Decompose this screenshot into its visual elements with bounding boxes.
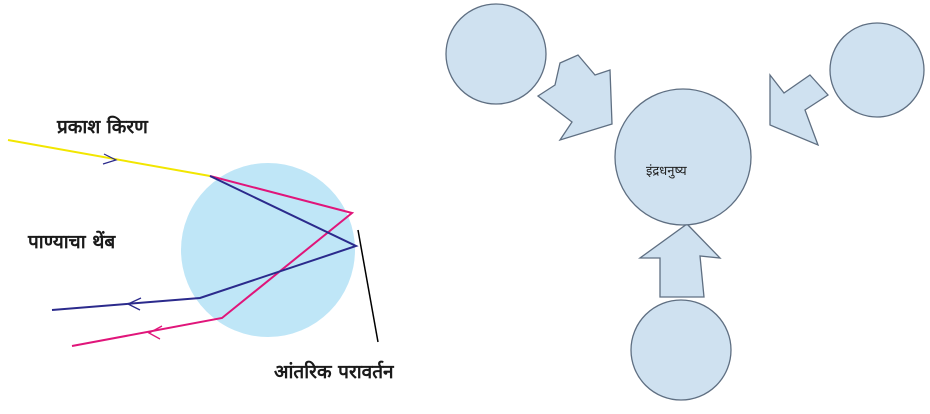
arrow-top-left <box>536 54 613 142</box>
water-drop <box>181 163 355 337</box>
circle-bottom <box>630 299 732 401</box>
pink-ray-arrow <box>147 325 163 340</box>
incident-ray-arrow <box>102 153 118 165</box>
circle-top-left <box>445 3 547 105</box>
incident-ray <box>7 139 211 177</box>
light-ray-label: प्रकाश किरण <box>56 115 149 138</box>
pink-ray-path <box>71 175 355 347</box>
rainbow-label: इंद्रधनुष्य <box>646 164 687 179</box>
arrow-bottom <box>637 223 722 298</box>
circle-top-right <box>829 22 925 118</box>
blue-ray-arrow <box>126 297 142 311</box>
internal-reflection-label: आंतरिक परावर्तन <box>274 360 395 383</box>
concept-map <box>445 3 925 401</box>
circle-center-rainbow <box>614 88 752 226</box>
blue-ray-path <box>51 175 359 311</box>
arrow-top-right <box>769 73 829 147</box>
water-drop-label: पाण्याचा थेंब <box>27 230 116 253</box>
internal-reflection-pointer <box>357 229 379 343</box>
